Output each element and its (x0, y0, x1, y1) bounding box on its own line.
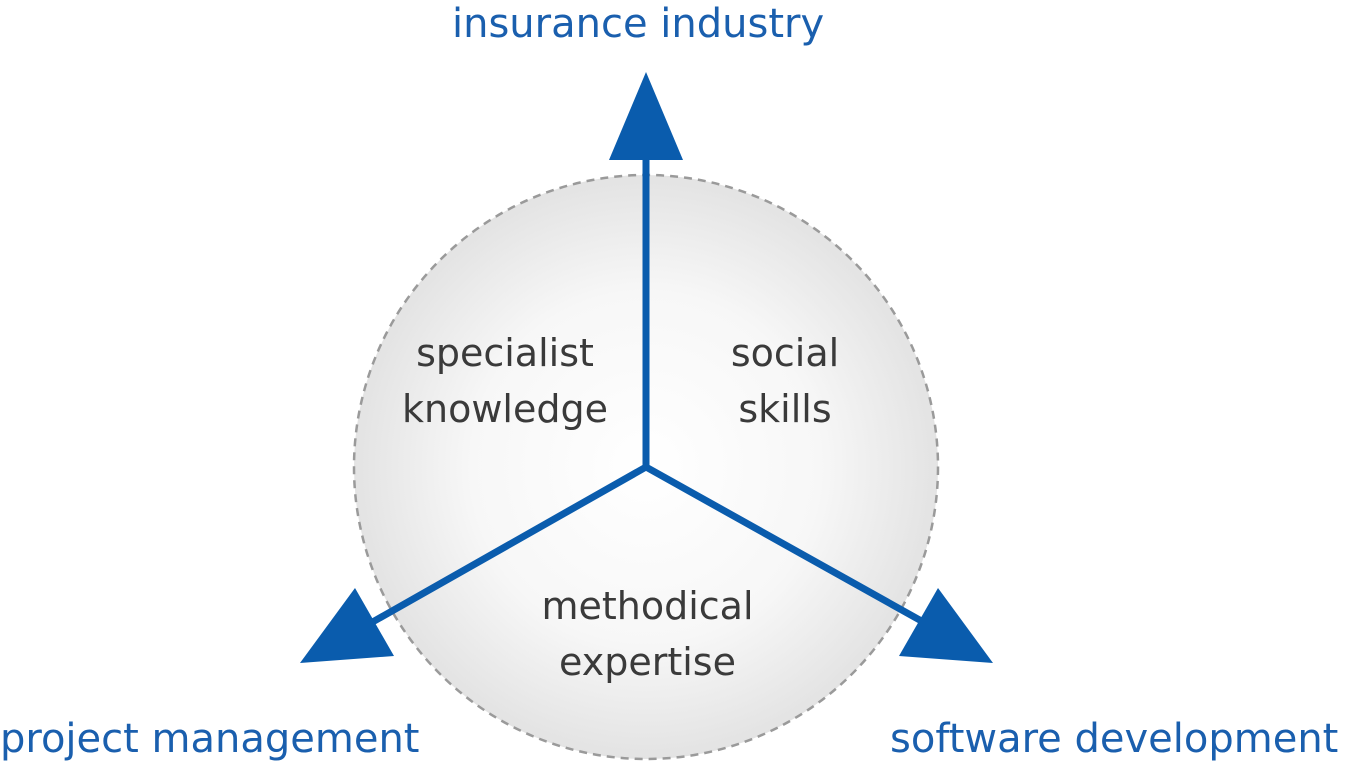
arrowhead-down-right-icon (899, 588, 993, 663)
sector-specialist-knowledge: specialist knowledge (380, 325, 630, 437)
sector-social-skills-line1: social (730, 331, 840, 375)
sector-specialist-knowledge-line2: knowledge (402, 387, 608, 431)
axis-label-project-management: project management (0, 716, 420, 762)
sector-methodical-expertise: methodical expertise (515, 578, 780, 690)
axis-label-insurance-industry: insurance industry (452, 1, 825, 47)
sector-social-skills-line2: skills (738, 387, 832, 431)
arrowhead-up-icon (609, 72, 683, 160)
sector-methodical-expertise-line2: expertise (559, 640, 736, 684)
arrowhead-down-left-icon (300, 588, 394, 663)
sector-specialist-knowledge-line1: specialist (416, 331, 594, 375)
axis-line-software-development (642, 463, 938, 632)
sector-methodical-expertise-line1: methodical (541, 584, 754, 628)
axis-label-software-development: software development (890, 716, 1339, 762)
sector-social-skills: social skills (690, 325, 880, 437)
axis-line-project-management (358, 463, 650, 632)
